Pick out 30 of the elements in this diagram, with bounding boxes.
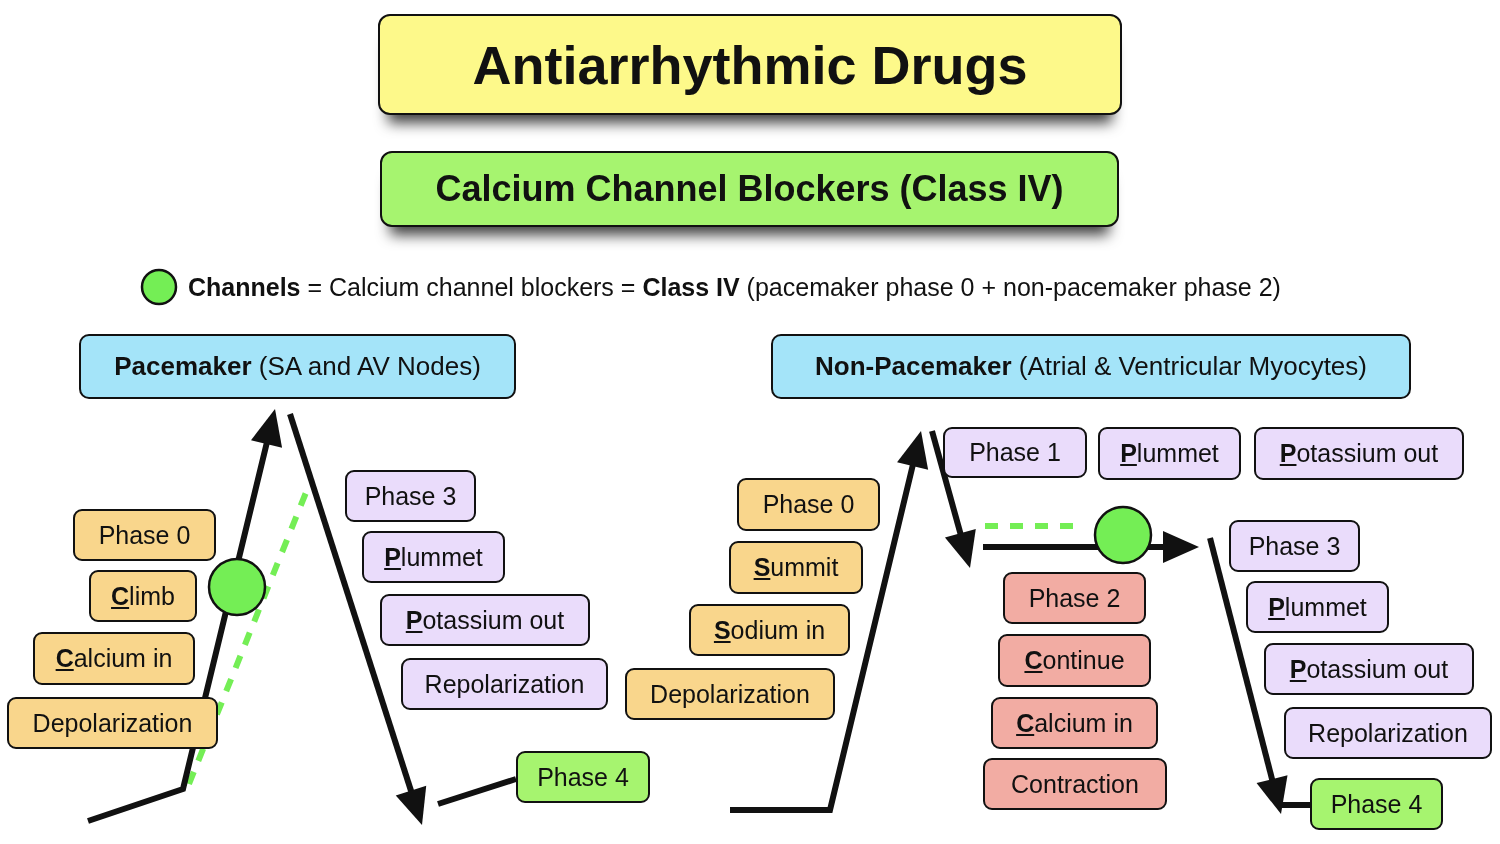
legend-text: Channels = Calcium channel blockers = Class IV (pacemaker phase 0 + non-pacemaker phase 2) (188, 272, 1281, 302)
phase-tag: Phase 3 (1229, 520, 1360, 572)
term-tag: Sodium in (689, 604, 850, 656)
subtitle-banner: Calcium Channel Blockers (Class IV) (380, 151, 1119, 227)
term-tag: Continue (998, 634, 1151, 687)
term-tag: Potassium out (1254, 427, 1464, 480)
phase-tag: Phase 1 (943, 427, 1087, 478)
phase-tag: Phase 2 (1003, 572, 1146, 624)
panel-header: Non-Pacemaker (Atrial & Ventricular Myocytes) (771, 334, 1411, 399)
term-tag: Plummet (1246, 581, 1389, 633)
panel-header: Pacemaker (SA and AV Nodes) (79, 334, 516, 399)
phase-tag: Phase 0 (73, 509, 216, 561)
title-banner: Antiarrhythmic Drugs (378, 14, 1122, 115)
term-tag: Calcium in (33, 632, 195, 685)
term-tag: Contraction (983, 758, 1167, 810)
phase-tag: Phase 4 (516, 751, 650, 803)
term-tag: Climb (89, 570, 197, 622)
term-tag: Potassium out (380, 594, 590, 646)
term-tag: Depolarization (625, 668, 835, 720)
term-tag: Potassium out (1264, 643, 1474, 695)
term-tag: Summit (729, 541, 863, 594)
term-tag: Repolarization (401, 658, 608, 710)
term-tag: Plummet (1098, 427, 1241, 480)
phase-tag: Phase 0 (737, 478, 880, 531)
term-tag: Calcium in (991, 697, 1158, 749)
phase-tag: Phase 4 (1310, 778, 1443, 830)
term-tag: Plummet (362, 531, 505, 583)
term-tag: Repolarization (1284, 707, 1492, 759)
term-tag: Depolarization (7, 697, 218, 749)
phase-tag: Phase 3 (345, 470, 476, 522)
